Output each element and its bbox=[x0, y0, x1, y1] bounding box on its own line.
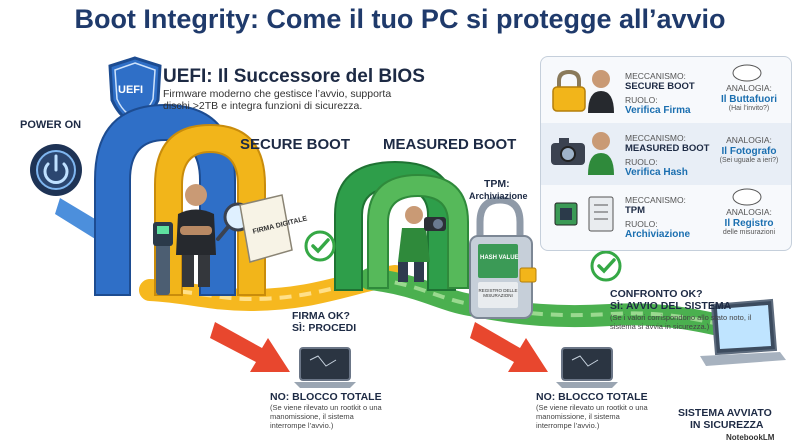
secure-boot-label: SECURE BOOT bbox=[240, 136, 351, 153]
broken-laptop-icon-2 bbox=[556, 347, 618, 388]
legend-key-role: RUOLO: bbox=[625, 219, 658, 229]
uefi-description: Firmware moderno che gestisce l’avvio, s… bbox=[163, 88, 392, 112]
legend-value-role: Verifica Hash bbox=[625, 167, 688, 178]
power-button-icon bbox=[30, 144, 82, 196]
legend-row-secure: MECCANISMO: SECURE BOOT RUOLO: Verifica … bbox=[541, 61, 791, 123]
thought-bubble-icon bbox=[732, 188, 762, 206]
legend-value-mechanism: TPM bbox=[625, 205, 646, 216]
check-icon-confronto bbox=[590, 250, 622, 282]
confronto-question: CONFRONTO OK? bbox=[610, 288, 703, 300]
legend-row-measured: MECCANISMO: MEASURED BOOT RUOLO: Verific… bbox=[541, 123, 791, 185]
measured-boot-label: MEASURED BOOT bbox=[383, 136, 517, 153]
legend-key-role: RUOLO: bbox=[625, 157, 658, 167]
hash-value-label: HASH VALUE bbox=[480, 255, 519, 261]
fail-note-1: (Se viene rilevato un rootkit o una mano… bbox=[270, 403, 382, 430]
uefi-heading: UEFI: Il Successore del BIOS bbox=[163, 66, 425, 87]
confronto-answer: SÌ: AVVIO DEL SISTEMA bbox=[610, 300, 732, 312]
confronto-note: (Se i valori corrispondono allo stato no… bbox=[610, 313, 752, 331]
legend-key-mechanism: MECCANISMO: bbox=[625, 133, 686, 143]
secure-boot-arch bbox=[94, 103, 266, 296]
legend-analogy: ANALOGIA: Il Registro delle misurazioni bbox=[722, 207, 776, 236]
chip-icon bbox=[554, 202, 578, 226]
tpm-sublabel: Archiviazione bbox=[469, 191, 528, 201]
fail-note-2: (Se viene rilevato un rootkit o una mano… bbox=[536, 403, 648, 430]
firma-question: FIRMA OK? bbox=[292, 310, 350, 322]
register-icon bbox=[588, 196, 614, 232]
legend-value-role: Archiviazione bbox=[625, 229, 691, 240]
legend-key-mechanism: MECCANISMO: bbox=[625, 195, 686, 205]
fail-arrow-2 bbox=[470, 322, 548, 372]
watermark-label: NotebookLM bbox=[726, 433, 775, 442]
final-laptop-icon bbox=[700, 298, 786, 366]
power-on-label: POWER ON bbox=[20, 119, 82, 131]
bouncer-figure bbox=[176, 184, 216, 287]
legend-key-mechanism: MECCANISMO: bbox=[625, 71, 686, 81]
final-line-1: SISTEMA AVVIATO bbox=[678, 407, 772, 419]
legend-value-role: Verifica Firma bbox=[625, 105, 691, 116]
legend-analogy: ANALOGIA: Il Buttafuori (Hai l’invito?) bbox=[720, 83, 778, 112]
measured-boot-arch bbox=[334, 160, 469, 291]
firma-answer: SÌ: PROCEDI bbox=[292, 322, 357, 334]
registro-label: REGISTRO DELLE MISURAZIONI bbox=[478, 288, 518, 298]
thought-bubble-icon bbox=[732, 64, 762, 82]
legend-panel: MECCANISMO: SECURE BOOT RUOLO: Verifica … bbox=[540, 56, 792, 251]
bouncer-avatar bbox=[588, 70, 614, 113]
legend-value-mechanism: MEASURED BOOT bbox=[625, 143, 710, 154]
fail-title-2: NO: BLOCCO TOTALE bbox=[536, 391, 648, 403]
legend-row-tpm: MECCANISMO: TPM RUOLO: Archiviazione ANA… bbox=[541, 185, 791, 247]
tpm-label: TPM: bbox=[484, 178, 510, 190]
uefi-badge-label: UEFI bbox=[118, 84, 144, 96]
final-line-2: IN SICUREZZA bbox=[690, 419, 764, 431]
signature-document bbox=[239, 194, 293, 263]
photographer-figure bbox=[398, 206, 446, 282]
legend-analogy: ANALOGIA: Il Fotografo (Sei uguale a ier… bbox=[719, 135, 779, 164]
check-icon-firma bbox=[304, 230, 336, 262]
tpm-lock-icon bbox=[469, 196, 537, 319]
camera-icon bbox=[551, 138, 585, 165]
fail-title-1: NO: BLOCCO TOTALE bbox=[270, 391, 382, 403]
photographer-avatar bbox=[588, 132, 614, 175]
legend-key-role: RUOLO: bbox=[625, 95, 658, 105]
broken-laptop-icon-1 bbox=[294, 347, 356, 388]
fail-arrow-1 bbox=[210, 322, 290, 372]
legend-value-mechanism: SECURE BOOT bbox=[625, 81, 695, 92]
padlock-icon bbox=[552, 69, 586, 112]
page-title: Boot Integrity: Come il tuo PC si proteg… bbox=[74, 4, 726, 34]
